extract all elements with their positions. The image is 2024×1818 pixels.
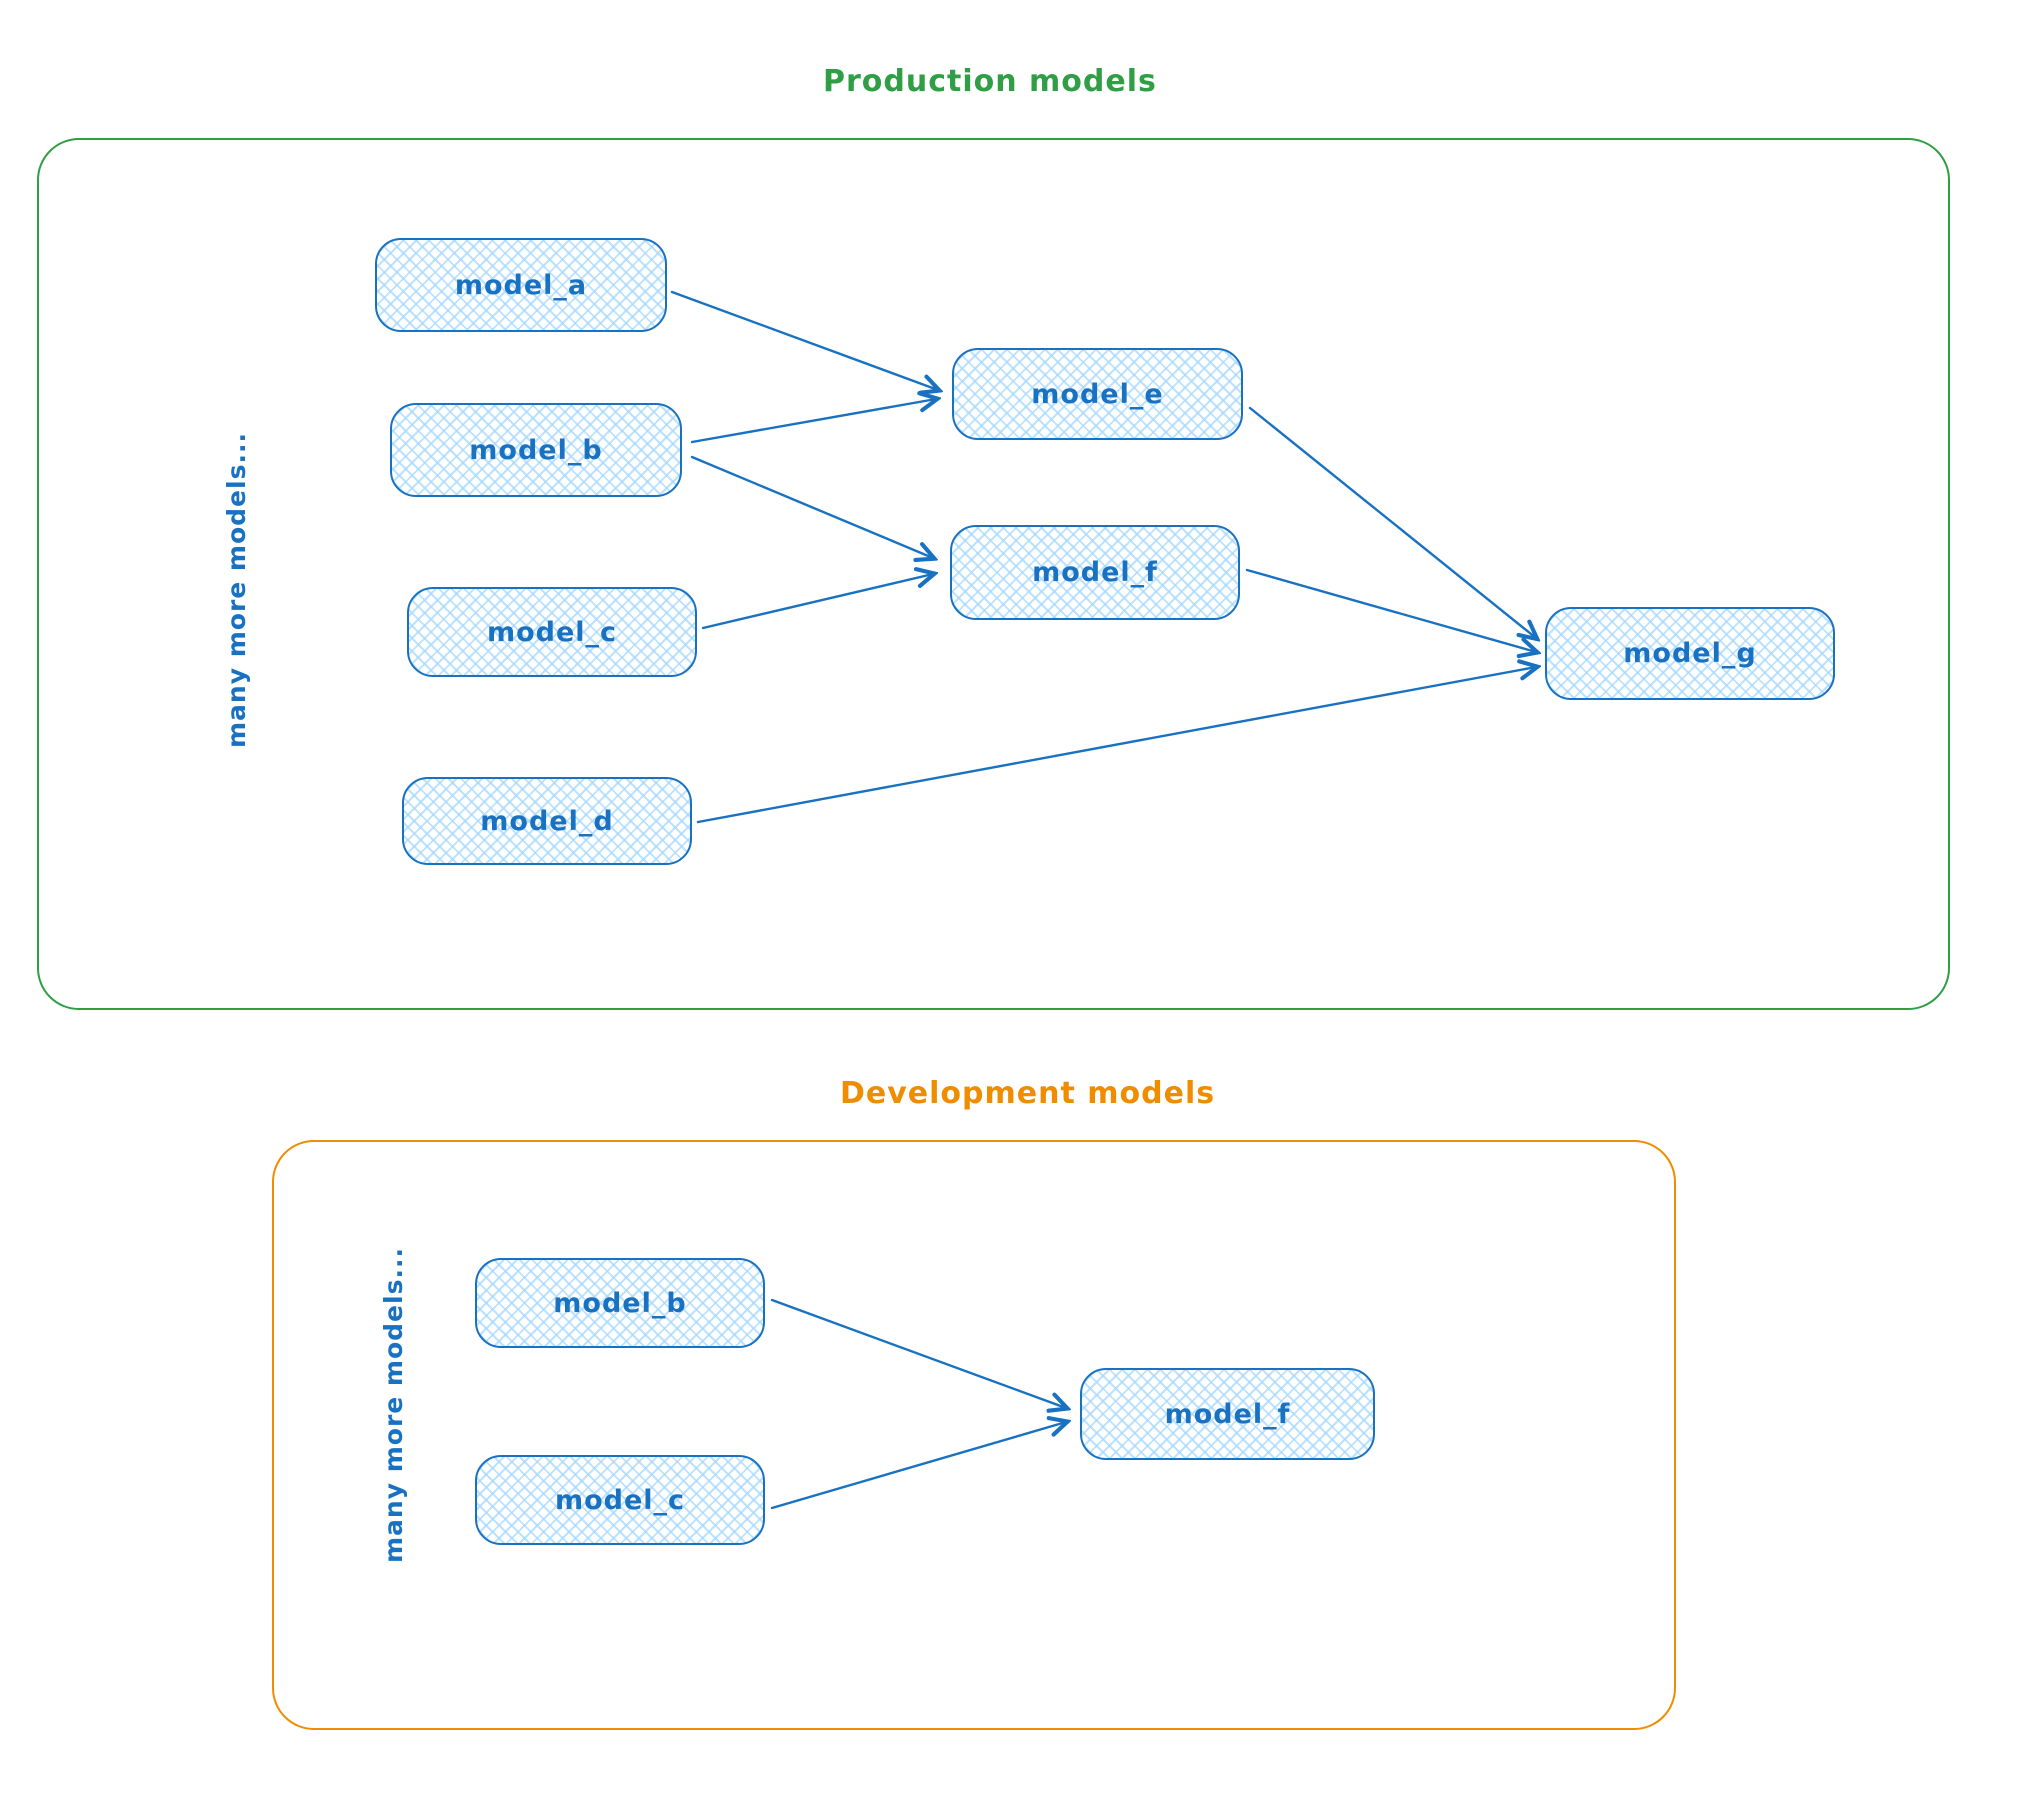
node-label-dev-model-b: model_b <box>553 1287 687 1319</box>
development-side-label: many more models... <box>379 1247 408 1563</box>
node-label-model-e: model_e <box>1031 378 1164 410</box>
production-side-label: many more models... <box>222 432 251 748</box>
node-development-model-b: model_b <box>475 1258 765 1348</box>
node-label-dev-model-f: model_f <box>1164 1398 1291 1430</box>
node-label-model-b: model_b <box>469 434 603 466</box>
node-production-model-g: model_g <box>1545 607 1835 700</box>
node-production-model-e: model_e <box>952 348 1243 440</box>
node-production-model-c: model_c <box>407 587 697 677</box>
node-production-model-d: model_d <box>402 777 692 865</box>
node-label-model-a: model_a <box>454 269 588 301</box>
node-development-model-c: model_c <box>475 1455 765 1545</box>
node-label-model-f: model_f <box>1032 557 1158 588</box>
node-production-model-a: model_a <box>375 238 667 332</box>
node-label-dev-model-c: model_c <box>554 1484 686 1516</box>
development-container <box>272 1140 1676 1730</box>
node-production-model-f: model_f <box>950 525 1240 620</box>
node-production-model-b: model_b <box>390 403 682 497</box>
node-label-model-g: model_g <box>1623 638 1757 669</box>
node-label-model-c: model_c <box>486 616 618 648</box>
production-container <box>37 138 1950 1010</box>
production-section-title: Production models <box>823 64 1157 99</box>
node-development-model-f: model_f <box>1080 1368 1375 1460</box>
development-section-title: Development models <box>840 1076 1216 1111</box>
node-label-model-d: model_d <box>480 805 614 837</box>
